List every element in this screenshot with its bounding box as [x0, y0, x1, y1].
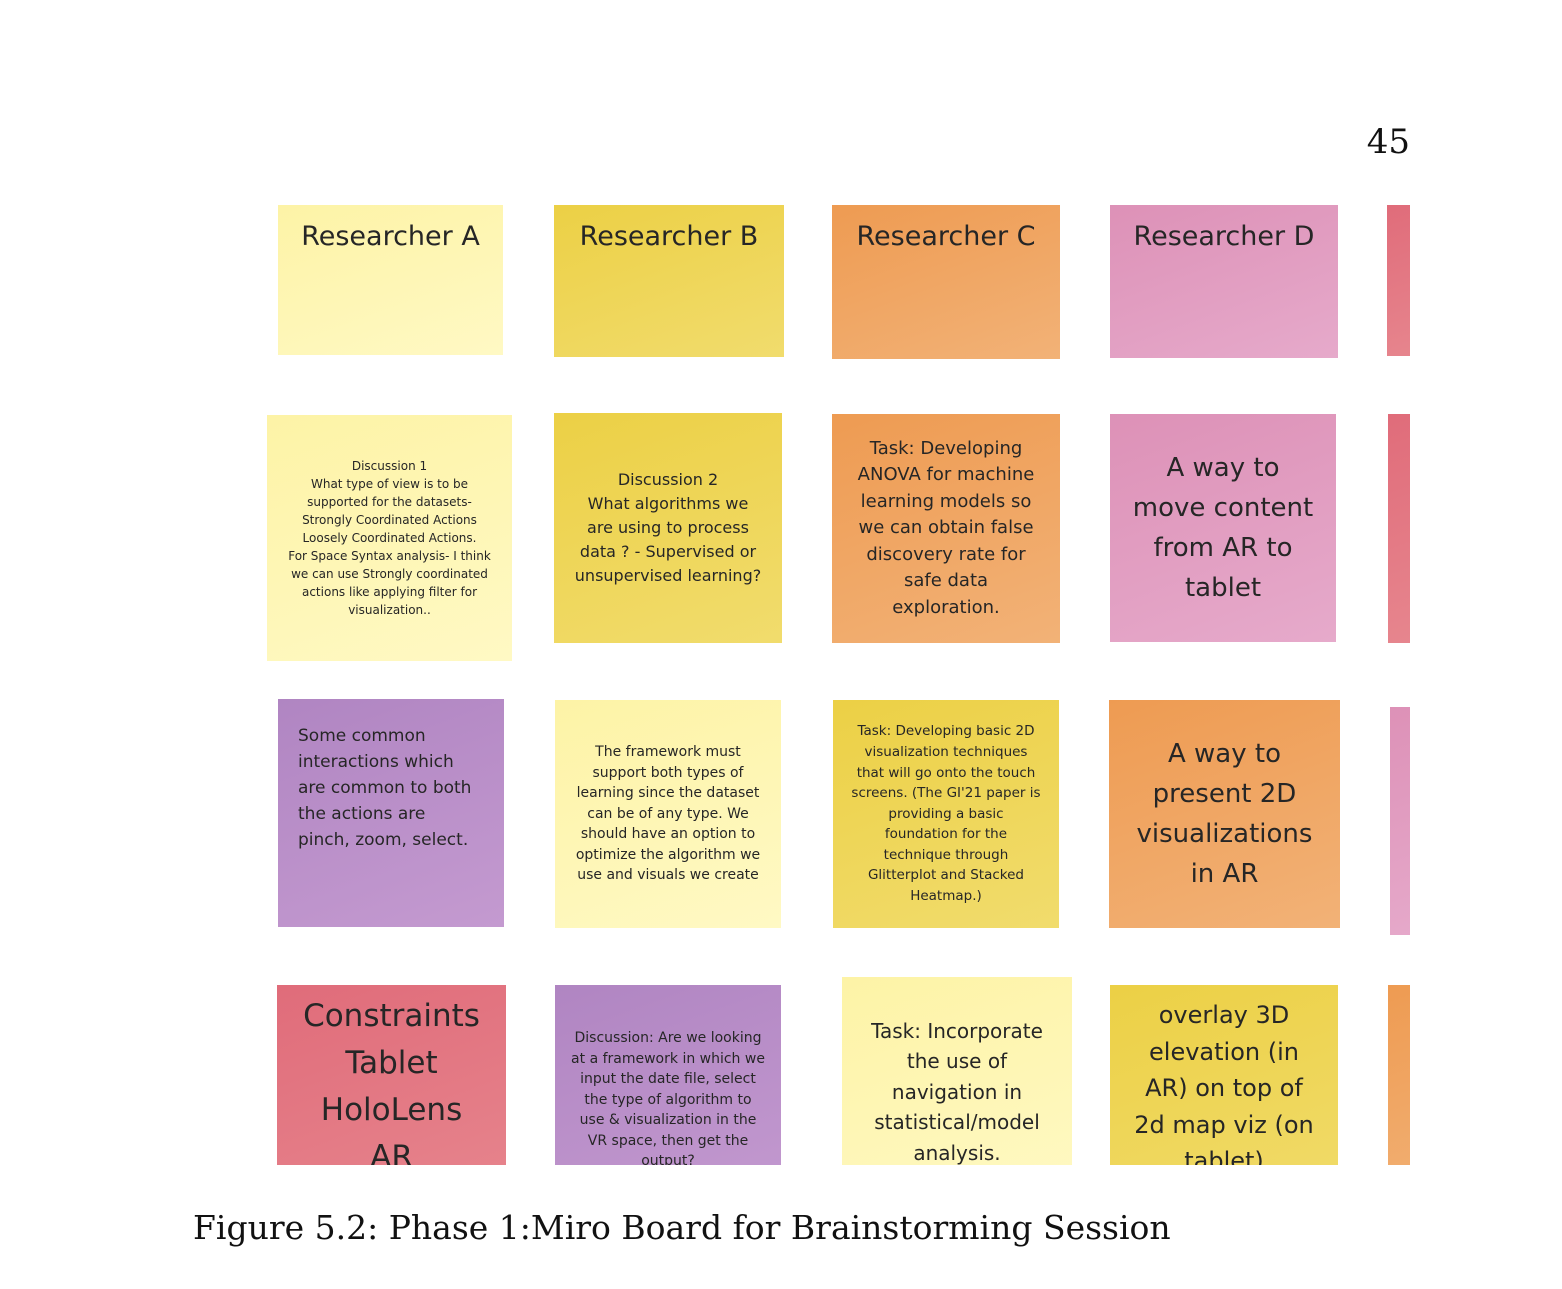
- sticky-note-task-navigation: Task: Incorporate the use of navigation …: [842, 977, 1072, 1165]
- sticky-note-researcher-b: Researcher B: [554, 205, 784, 371]
- sticky-note-discussion-1: Discussion 1 What type of view is to be …: [267, 415, 512, 675]
- sticky-note-text: Task: Developing ANOVA for machine learn…: [857, 437, 1035, 618]
- sticky-note-researcher-d: Researcher D: [1110, 205, 1338, 372]
- sticky-note-text: Some common interactions which are commo…: [298, 726, 472, 850]
- sticky-note-text: Researcher B: [579, 221, 759, 252]
- sticky-note-text: Discussion 1 What type of view is to be …: [288, 459, 491, 617]
- sticky-note-researcher-c: Researcher C: [832, 205, 1060, 373]
- sticky-note-present-2d: A way to present 2D visualizations in AR: [1109, 700, 1340, 942]
- sticky-note-text: Task: Incorporate the use of navigation …: [871, 1018, 1043, 1165]
- sticky-note-move-content: A way to move content from AR to tablet: [1110, 414, 1336, 656]
- sticky-note-text: Constraints Tablet HoloLens AR: [303, 998, 480, 1165]
- sticky-note-discussion-2: Discussion 2 What algorithms we are usin…: [554, 413, 782, 657]
- sticky-note-common-interactions: Some common interactions which are commo…: [278, 699, 504, 941]
- miro-board-image: Researcher A Researcher B Researcher C R…: [262, 195, 1410, 1165]
- sticky-note-overlay-3d: overlay 3D elevation (in AR) on top of 2…: [1110, 985, 1338, 1165]
- sticky-note-text: Task: Developing basic 2D visualization …: [851, 723, 1041, 905]
- sticky-note-text: Researcher C: [856, 221, 1036, 252]
- sticky-note-text: Researcher A: [301, 221, 480, 252]
- sticky-note-framework-support: The framework must support both types of…: [555, 700, 781, 942]
- sticky-note-text: overlay 3D elevation (in AR) on top of 2…: [1134, 1001, 1314, 1165]
- sticky-note-partial: [1387, 205, 1410, 370]
- sticky-note-partial: [1390, 707, 1410, 949]
- sticky-note-text: Discussion: Are we looking at a framewor…: [571, 1029, 765, 1165]
- sticky-note-discussion-framework: Discussion: Are we looking at a framewor…: [555, 985, 781, 1165]
- sticky-note-partial: [1388, 985, 1410, 1165]
- figure-caption: Figure 5.2: Phase 1:Miro Board for Brain…: [193, 1208, 1171, 1247]
- sticky-note-text: Researcher D: [1133, 221, 1315, 252]
- sticky-note-text: A way to present 2D visualizations in AR: [1136, 739, 1313, 889]
- sticky-note-task-2d: Task: Developing basic 2D visualization …: [833, 700, 1059, 942]
- sticky-note-text: Discussion 2 What algorithms we are usin…: [574, 470, 762, 585]
- page-number: 45: [1366, 122, 1410, 162]
- sticky-note-text: A way to move content from AR to tablet: [1132, 453, 1314, 603]
- sticky-note-partial: [1388, 414, 1410, 657]
- sticky-note-text: The framework must support both types of…: [575, 743, 761, 884]
- sticky-note-task-anova: Task: Developing ANOVA for machine learn…: [832, 414, 1060, 657]
- sticky-note-researcher-a: Researcher A: [278, 205, 503, 369]
- sticky-note-constraints: Constraints Tablet HoloLens AR: [277, 985, 506, 1165]
